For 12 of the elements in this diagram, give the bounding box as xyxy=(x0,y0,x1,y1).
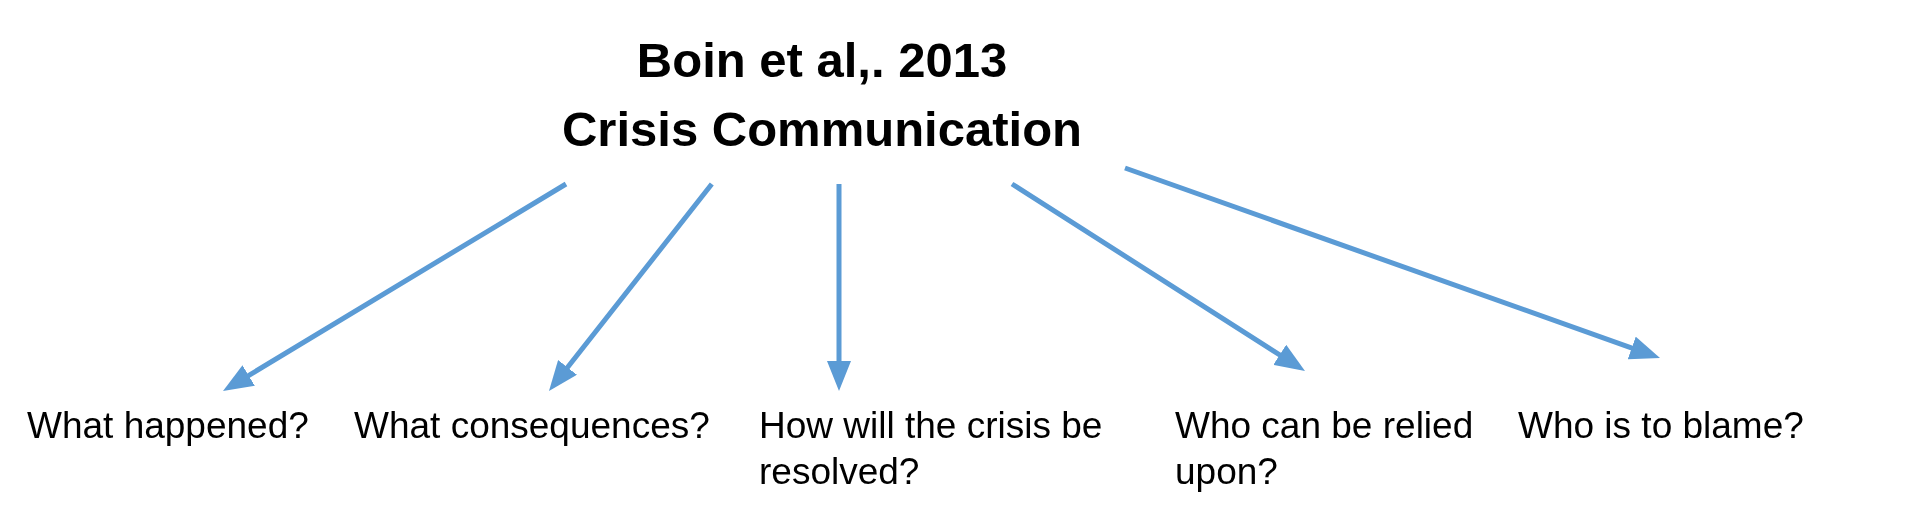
arrow xyxy=(547,182,714,393)
citation-text: Boin et al,. 2013 xyxy=(636,32,1008,89)
question-text: What consequences? xyxy=(354,404,710,448)
question-text: How will the crisis be resolved? xyxy=(759,404,1104,494)
arrow xyxy=(827,184,851,391)
question-text: Who is to blame? xyxy=(1518,404,1804,448)
title-text: Crisis Communication xyxy=(562,101,1082,158)
question-text: What happened? xyxy=(27,404,309,448)
arrow xyxy=(221,181,568,394)
arrow xyxy=(1124,165,1661,361)
question-text: Who can be relied upon? xyxy=(1175,404,1475,494)
arrow xyxy=(1010,181,1307,374)
